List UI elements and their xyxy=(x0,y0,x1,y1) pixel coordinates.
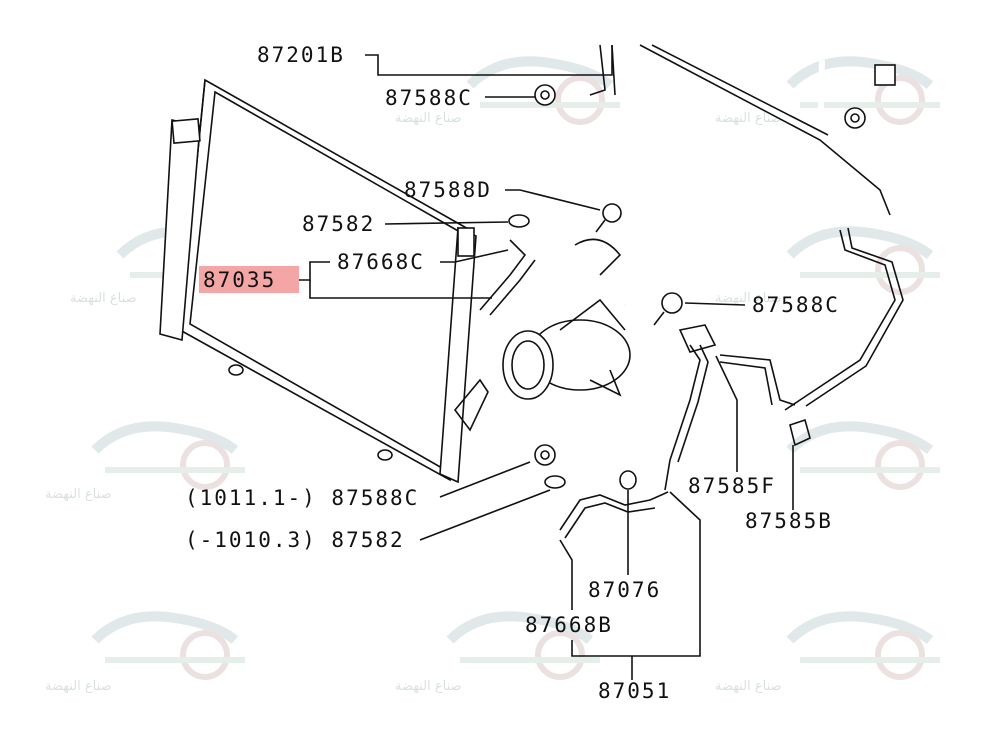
compressor xyxy=(502,298,631,400)
callout-87582-dated[interactable]: (-1010.3) 87582 xyxy=(185,528,405,552)
watermark-text: صناع النهضة xyxy=(45,679,112,694)
bolt-icon xyxy=(844,107,866,129)
callout-87051[interactable]: 87051 xyxy=(598,679,671,703)
watermark-logo-icon xyxy=(786,226,940,295)
highlight-87035 xyxy=(199,266,299,293)
watermarks: صناع النهضة صناع النهضة صناع النهضة صناع… xyxy=(45,56,940,694)
watermark-text: صناع النهضة xyxy=(45,487,112,502)
watermark-text: صناع النهضة xyxy=(70,291,137,306)
watermark-text: صناع النهضة xyxy=(395,679,462,694)
watermark-logo-icon xyxy=(786,611,940,680)
watermark-logo-icon xyxy=(91,421,245,490)
condenser xyxy=(159,78,489,484)
bolt-icon xyxy=(534,84,556,106)
clip-icon xyxy=(789,418,811,447)
callout-87585f[interactable]: 87585F xyxy=(688,474,776,498)
watermark-text: صناع النهضة xyxy=(715,679,782,694)
oring-icon xyxy=(544,475,566,489)
callout-87582[interactable]: 87582 xyxy=(302,212,375,236)
callout-87076[interactable]: 87076 xyxy=(588,578,661,602)
callout-87668c[interactable]: 87668C xyxy=(337,250,425,274)
watermark-text: صناع النهضة xyxy=(715,291,782,306)
fitting-icon xyxy=(678,324,717,353)
callout-87201b[interactable]: 87201B xyxy=(257,43,345,67)
watermark-text: صناع النهضة xyxy=(715,111,782,126)
pipes xyxy=(479,44,904,539)
oring-icon xyxy=(619,470,637,490)
bolt-icon xyxy=(534,444,556,466)
watermark-logo-icon xyxy=(786,56,940,125)
watermark-logo-icon xyxy=(446,611,600,680)
watermark-text: صناع النهضة xyxy=(395,111,462,126)
watermark-logo-icon xyxy=(91,611,245,680)
bolt-icon xyxy=(653,292,683,326)
callout-labels: 87201B 87588C 87588D 87582 87668C 87035 … xyxy=(185,43,840,703)
callout-87035[interactable]: 87035 xyxy=(203,268,276,292)
callout-87588c-top[interactable]: 87588C xyxy=(385,86,473,110)
fittings xyxy=(508,64,896,490)
fitting-icon xyxy=(874,64,896,86)
oring-icon xyxy=(508,214,530,228)
leader-lines xyxy=(298,45,794,680)
callout-87588c-right[interactable]: 87588C xyxy=(752,293,840,317)
callout-87668b[interactable]: 87668B xyxy=(525,613,613,637)
bolt-icon xyxy=(595,203,622,233)
watermark-logo-icon xyxy=(786,421,940,490)
callout-87585b[interactable]: 87585B xyxy=(745,509,833,533)
callout-87588d[interactable]: 87588D xyxy=(404,178,492,202)
callout-87588c-dated[interactable]: (1011.1-) 87588C xyxy=(185,486,419,510)
watermark-logo-icon xyxy=(466,56,620,125)
